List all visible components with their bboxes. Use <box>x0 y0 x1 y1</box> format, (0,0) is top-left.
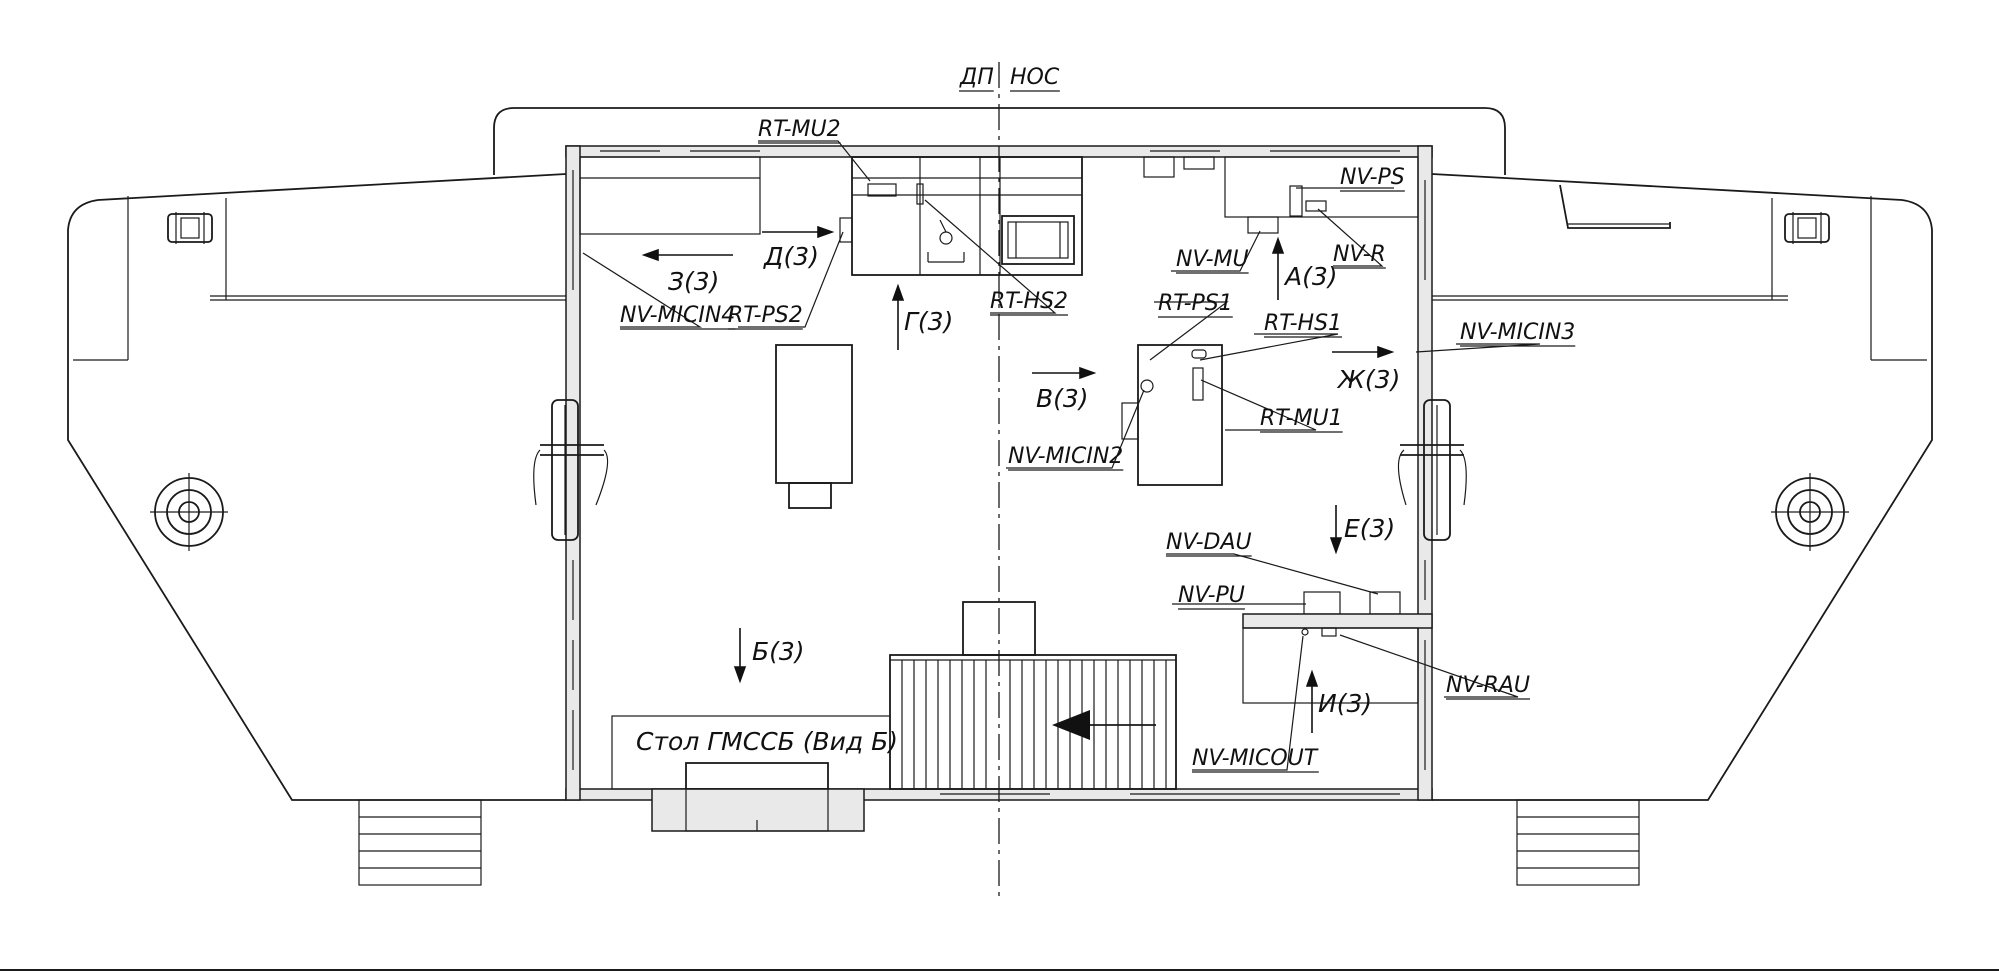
view-label-b: Б(3) <box>752 637 805 666</box>
label-rt-ps2: RT-PS2 <box>728 303 803 328</box>
view-arrows <box>641 225 1395 733</box>
view-label-v: В(3) <box>1036 384 1089 413</box>
leader-lines <box>582 140 1541 771</box>
label-rt-ps1: RT-PS1 <box>1158 291 1233 316</box>
label-nv-pu: NV-PU <box>1178 583 1245 608</box>
port-light-right <box>1771 473 1849 551</box>
label-nv-r: NV-R <box>1333 242 1386 267</box>
view-label-z: З(3) <box>668 267 719 296</box>
label-rt-mu2: RT-MU2 <box>758 117 841 142</box>
label-nv-micin3: NV-MICIN3 <box>1460 320 1575 345</box>
console-lower-right <box>1242 591 1433 704</box>
dp-label: ДП <box>959 65 994 90</box>
ladder-top-right <box>1559 184 1671 229</box>
label-nv-dau: NV-DAU <box>1166 530 1252 555</box>
label-rt-hs1: RT-HS1 <box>1264 311 1342 336</box>
view-label-d: Д(3) <box>763 242 819 271</box>
view-label-g: Г(3) <box>904 307 953 336</box>
view-label-a: А(3) <box>1283 262 1338 291</box>
door-left <box>533 399 609 541</box>
center-console <box>1121 344 1223 486</box>
port-light-left <box>150 473 228 551</box>
label-nv-rau: NV-RAU <box>1446 673 1530 698</box>
reel-right <box>1784 212 1830 244</box>
console-top-left <box>579 156 1083 276</box>
label-nv-micin2: NV-MICIN2 <box>1008 444 1123 469</box>
label-nv-ps: NV-PS <box>1340 165 1405 190</box>
reel-left <box>167 212 213 244</box>
view-label-i: И(3) <box>1318 689 1372 718</box>
view-label-e: Е(3) <box>1344 514 1395 543</box>
label-nv-micout: NV-MICOUT <box>1192 746 1319 771</box>
nos-label: НОС <box>1010 65 1060 90</box>
stair-direction-arrow <box>1052 710 1090 740</box>
console-top-right <box>1143 156 1419 234</box>
gmdss-table <box>611 715 891 832</box>
label-rt-hs2: RT-HS2 <box>990 289 1068 314</box>
staircase <box>889 601 1177 790</box>
view-label-zh: Ж(3) <box>1336 365 1400 394</box>
chart-table <box>775 344 853 509</box>
label-rt-mu1: RT-MU1 <box>1260 406 1343 431</box>
label-nv-mu: NV-MU <box>1176 247 1249 272</box>
hull-outline <box>67 107 1933 886</box>
gmdss-table-label: Стол ГМССБ (Вид Б) <box>636 727 898 756</box>
label-nv-micin4: NV-MICIN4 <box>620 303 735 328</box>
door-right <box>1397 399 1467 541</box>
